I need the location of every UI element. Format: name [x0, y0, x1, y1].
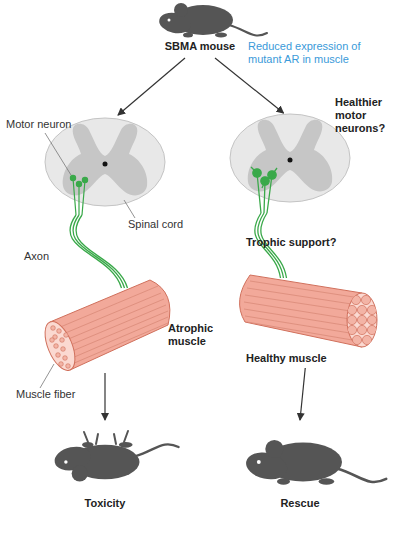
healthy-muscle-drawing-part-part — [357, 315, 366, 324]
right-cord-drawing-part-part — [253, 169, 261, 177]
arrow-connector — [300, 368, 305, 420]
healthy-muscle-drawing — [240, 275, 377, 347]
healthy-muscle-drawing-part-part — [361, 295, 370, 304]
left-cord-drawing-part — [70, 175, 87, 215]
atrophic-muscle-drawing-part-part — [64, 333, 69, 338]
axon-connector — [70, 215, 128, 288]
right-cord-drawing-part — [230, 114, 350, 202]
sick-mouse-drawing — [52, 431, 178, 482]
atrophic-muscle-drawing-part-part — [53, 335, 58, 340]
arrow-connector — [118, 58, 185, 115]
edge-label: Axon — [24, 250, 74, 263]
atrophic-muscle-drawing — [39, 280, 170, 375]
healthy-muscle-drawing-part — [244, 281, 360, 341]
healthy-muscle-drawing-part — [347, 293, 377, 347]
left-cord-drawing — [45, 118, 165, 215]
left-cord-drawing-part-part — [82, 177, 87, 182]
left-cord-drawing-part — [45, 118, 165, 206]
arrow-connector — [104, 373, 105, 420]
atrophic-muscle-drawing-part-part — [66, 299, 164, 340]
healthy-muscle-drawing-part-part — [351, 295, 360, 304]
atrophic-muscle-drawing-part-part — [70, 311, 168, 352]
leader-lines-part — [40, 364, 54, 388]
atrophic-muscle-drawing-part-part — [58, 286, 158, 328]
healthy-muscle-drawing-part-part — [245, 316, 356, 334]
atrophic-muscle-drawing-part-part — [72, 317, 168, 358]
healthy-muscle-drawing-part-part — [244, 309, 356, 327]
sick-mouse-drawing-part — [84, 431, 128, 444]
node-label: Rescue — [230, 497, 370, 510]
left-cord-drawing-part-part — [76, 181, 81, 186]
atrophic-muscle-drawing-part-part — [61, 347, 66, 352]
healthy-muscle-drawing-part — [240, 275, 362, 347]
atrophic-muscle-drawing-part-part — [59, 362, 64, 367]
mouse-node: SBMA mouse — [150, 2, 250, 58]
atrophic-muscle-drawing-part-part — [51, 326, 56, 331]
part-label: Motor neuron — [6, 118, 86, 131]
muscle-node: Healthy muscle — [240, 278, 385, 368]
atrophic-muscle-drawing-part — [50, 326, 71, 369]
atrophic-muscle-drawing-part-part — [66, 364, 71, 369]
node-label: Toxicity — [40, 497, 170, 510]
outcome-node: Toxicity — [40, 420, 170, 515]
healthy-muscle-drawing-part-part — [347, 305, 356, 314]
healthy-muscle-drawing-part-part — [250, 281, 360, 298]
leader-lines — [40, 133, 135, 388]
right-cord-drawing-part-part — [257, 173, 272, 213]
healthy-muscle-drawing-part-part — [347, 315, 356, 324]
arrow-connector — [215, 58, 284, 113]
left-cord-drawing-part-part — [70, 175, 75, 180]
edge-label: Trophic support? — [246, 236, 356, 249]
healthy-muscle-drawing-part-part — [245, 295, 357, 312]
atrophic-muscle-drawing-part-part — [63, 356, 68, 361]
right-cord-drawing-part-part — [261, 177, 269, 185]
atrophic-muscle-drawing-part-part — [56, 353, 61, 358]
node-label: Spinal cord — [128, 218, 208, 231]
sick-mouse-drawing-part — [52, 442, 178, 482]
healthy-muscle-drawing-part-part — [352, 335, 361, 344]
edge-label: Reduced expression of mutant AR in muscl… — [248, 40, 373, 66]
healthy-muscle-drawing-part — [347, 295, 376, 344]
healthy-muscle-drawing-part-part — [362, 335, 371, 344]
left-cord-drawing-part-part — [73, 178, 85, 215]
healthy-muscle-drawing-part-part — [247, 288, 358, 305]
healthy-muscle-drawing-part-part — [367, 325, 376, 334]
right-cord-drawing-part-part — [251, 167, 277, 188]
atrophic-muscle-drawing-part-part — [54, 344, 59, 349]
right-cord-drawing-part — [251, 167, 277, 213]
atrophic-muscle-drawing-part — [50, 280, 170, 370]
healthy-muscle-drawing-part-part — [367, 315, 376, 324]
right-cord-drawing-part-part — [268, 171, 276, 179]
part-label: Muscle fiber — [16, 388, 96, 401]
healthy-muscle-drawing-part-part — [347, 325, 356, 334]
healthy-muscle-drawing-part-part — [244, 302, 356, 320]
atrophic-muscle-drawing-part — [39, 317, 81, 374]
healthy-muscle-drawing-part-part — [357, 325, 366, 334]
spinal-cord-node: Healthier motor neurons? — [225, 113, 355, 213]
atrophic-muscle-drawing-part-part — [60, 338, 65, 343]
healthy-muscle-drawing-part-part — [367, 305, 376, 314]
sbma-mouse-drawing — [157, 3, 267, 38]
atrophic-muscle-drawing-part-part — [68, 305, 166, 346]
node-label: Atrophic muscle — [168, 322, 248, 348]
atrophic-muscle-drawing-part — [58, 286, 168, 364]
healthy-muscle-drawing-part-part — [247, 322, 358, 341]
node-label: Healthy muscle — [246, 352, 346, 365]
atrophic-muscle-drawing-part-part — [72, 323, 168, 364]
right-cord-drawing — [230, 114, 350, 213]
atrophic-muscle-drawing-part-part — [57, 329, 62, 334]
node-label: Healthier motor neurons? — [335, 96, 399, 135]
atrophic-muscle-drawing-part-part — [50, 338, 55, 343]
outcome-node: Rescue — [230, 420, 370, 515]
atrophic-muscle-drawing-part-part — [63, 293, 161, 334]
leader-lines-part — [124, 200, 135, 218]
muscle-node: Atrophic muscle — [40, 288, 170, 373]
healthy-muscle-drawing-part-part — [357, 305, 366, 314]
leader-lines-part — [45, 133, 71, 175]
node-label: SBMA mouse — [150, 40, 250, 53]
healthy-mouse-drawing — [244, 440, 387, 485]
